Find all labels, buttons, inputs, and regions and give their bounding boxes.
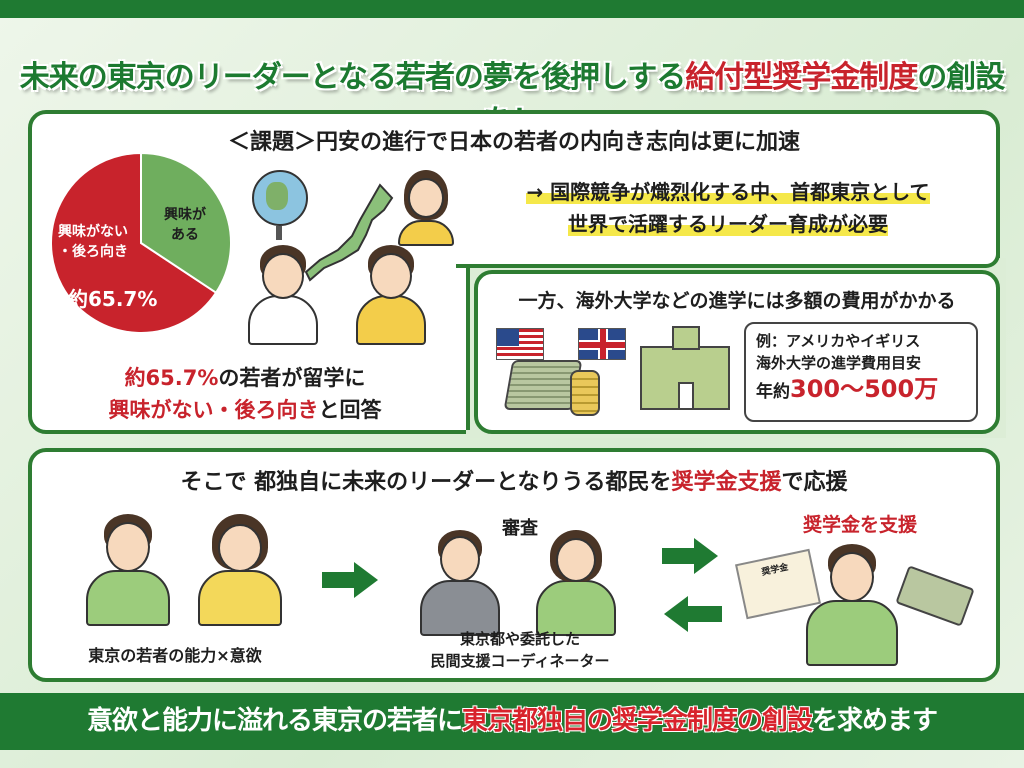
support-heading-text: そこで 都独自に未来のリーダーとなりうる都民を — [180, 470, 672, 495]
arrow-right-head — [354, 562, 378, 598]
uk-flag-icon — [578, 328, 626, 360]
arrow-right-icon — [322, 572, 356, 588]
summary-text-end: と回答 — [318, 398, 382, 422]
support-heading: そこで 都独自に未来のリーダーとなりうる都民を奨学金支援で応援 — [28, 464, 1000, 496]
summary-text: の若者が留学に — [218, 366, 366, 390]
message-line-2: 世界で活躍するリーダー育成が必要 — [568, 212, 888, 236]
example-amount: 300〜500万 — [790, 375, 939, 403]
arrow-back-head — [664, 596, 688, 632]
summary-red-text: 興味がない・後ろ向き — [108, 398, 319, 422]
issue-heading: ＜課題＞円安の進行で日本の若者の内向き志向は更に加速 — [227, 130, 800, 155]
pie-label-interested: 興味が ある — [164, 207, 206, 243]
us-flag-icon — [496, 328, 544, 360]
page-title: 未来の東京のリーダーとなる若者の夢を後押しする給付型奨学金制度の創設を！ — [0, 52, 1024, 140]
review-label: 審査 — [502, 518, 538, 539]
footer-text: 意欲と能力に溢れる東京の若者に — [86, 706, 463, 736]
reviewers-line-1: 東京都や委託した — [459, 630, 580, 648]
example-line-2: 海外大学の進学費用目安 — [756, 354, 922, 372]
university-building-icon — [640, 326, 730, 410]
footer-red-text: 東京都独自の奨学金制度の創設 — [461, 706, 813, 736]
pie-chart — [50, 151, 232, 334]
cost-example-box: 例：アメリカやイギリス 海外大学の進学費用目安 年約300〜500万 — [744, 322, 978, 422]
message-line-1: → 国際競争が熾烈化する中、首都東京として — [526, 180, 930, 204]
pie-value-label: 約65.7% — [68, 287, 158, 311]
japan-map-icon — [304, 183, 394, 282]
pie-slice-not-interested — [50, 151, 218, 334]
issue-message: → 国際競争が熾烈化する中、首都東京として 世界で活躍するリーダー育成が必要 — [478, 176, 978, 240]
reviewers-line-2: 民間支援コーディネーター — [430, 652, 610, 670]
pie-label-not-interested: 興味がない ・後ろ向き — [58, 224, 128, 260]
scholarship-label: 奨学金を支援 — [802, 514, 917, 536]
arrow-to-scholarship-icon — [662, 548, 696, 564]
support-heading-red: 奨学金支援 — [671, 470, 782, 495]
youth-label: 東京の若者の能力×意欲 — [88, 646, 262, 665]
globe-icon — [252, 170, 308, 226]
title-highlight: 給付型奨学金制度 — [685, 60, 918, 95]
footer-text-end: を求めます — [812, 706, 938, 736]
top-bar — [0, 0, 1024, 18]
certificate-text: 奨学金 — [760, 562, 790, 579]
example-prefix: 年約 — [756, 382, 790, 402]
cost-heading: 一方、海外大学などの進学には多額の費用がかかる — [518, 290, 956, 312]
issue-summary: 約65.7%の若者が留学に 興味がない・後ろ向きと回答 — [40, 362, 450, 426]
arrow-back-icon — [688, 606, 722, 622]
example-line-1: 例：アメリカやイギリス — [756, 332, 921, 350]
title-text: 未来の東京のリーダーとなる若者の夢を後押しする — [19, 60, 686, 95]
summary-percent: 約65.7% — [124, 366, 219, 390]
coins-icon — [570, 370, 600, 416]
footer-banner: 意欲と能力に溢れる東京の若者に東京都独自の奨学金制度の創設を求めます — [0, 693, 1024, 750]
panel-edge — [456, 254, 470, 430]
pie-slice-interested — [140, 151, 232, 295]
support-heading-end: で応援 — [781, 470, 848, 495]
reviewers-label: 東京都や委託した民間支援コーディネーター — [400, 628, 640, 672]
globe-stand — [276, 226, 282, 240]
panel-edge-top — [456, 254, 1000, 268]
arrow-to-scholarship-head — [694, 538, 718, 574]
